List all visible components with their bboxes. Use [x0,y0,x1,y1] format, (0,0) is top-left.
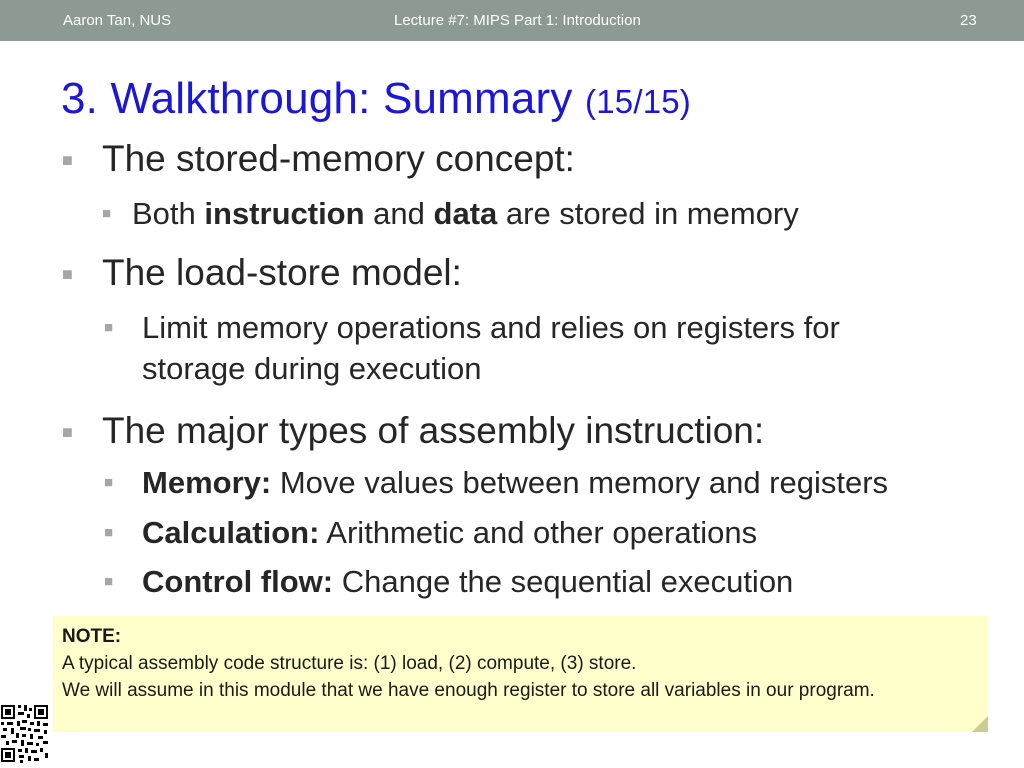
square-bullet-icon: ■ [102,205,112,222]
note-label: NOTE: [62,626,122,647]
sub-bullet-calculation: ■ Calculation: Arithmetic and other oper… [104,515,758,551]
square-bullet-icon: ■ [62,150,73,170]
slide-title-sub: (15/15) [585,83,691,120]
sub-bullet-text: Change the sequential execution [333,564,794,599]
header-page-number: 23 [960,12,977,29]
bullet-text: The load-store model: [102,252,462,293]
note-line-2: We will assume in this module that we ha… [62,680,875,701]
sub-bullet-bold: Calculation: [142,515,320,550]
sub-bullet-memory: ■ Memory: Move values between memory and… [104,465,889,501]
sub-bullet-bold: Memory: [142,465,272,500]
header-author: Aaron Tan, NUS [63,12,172,29]
sub-bullet-instruction-data: ■ Both instruction and data are stored i… [102,196,799,232]
bullet-text: The major types of assembly instruction: [102,410,765,451]
sub-bullet-limit-memory-cont: storage during execution [142,351,482,387]
square-bullet-icon: ■ [104,474,114,491]
square-bullet-icon: ■ [104,319,114,336]
sub-bullet-limit-memory: ■ Limit memory operations and relies on … [104,310,840,346]
bullet-load-store: ■ The load-store model: [62,252,462,294]
square-bullet-icon: ■ [62,264,73,284]
sub-bullet-text: storage during execution [142,351,482,386]
sub-bullet-control-flow: ■ Control flow: Change the sequential ex… [104,564,794,600]
qr-code-icon [0,703,49,764]
slide-title: 3. Walkthrough: Summary (15/15) [61,74,691,124]
slide-header: Aaron Tan, NUS Lecture #7: MIPS Part 1: … [0,0,1024,41]
note-box: NOTE: A typical assembly code structure … [53,616,988,732]
sub-bullet-bold: instruction [204,196,365,231]
sub-bullet-text: and [364,196,434,231]
sub-bullet-text: Limit memory operations and relies on re… [142,310,840,345]
sub-bullet-text: Both [132,196,205,231]
square-bullet-icon: ■ [104,573,114,590]
note-line-1: A typical assembly code structure is: (1… [62,653,637,674]
header-lecture-title: Lecture #7: MIPS Part 1: Introduction [394,12,641,29]
bullet-major-types: ■ The major types of assembly instructio… [62,410,765,452]
slide-title-main: 3. Walkthrough: Summary [61,74,573,123]
sub-bullet-bold: data [433,196,498,231]
sub-bullet-bold: Control flow: [142,564,334,599]
bullet-stored-memory: ■ The stored-memory concept: [62,138,575,180]
square-bullet-icon: ■ [104,524,114,541]
square-bullet-icon: ■ [62,422,73,442]
bullet-text: The stored-memory concept: [102,138,575,179]
sub-bullet-text: Move values between memory and registers [271,465,889,500]
sub-bullet-text: are stored in memory [497,196,799,231]
page-curl-icon [972,716,988,732]
sub-bullet-text: Arithmetic and other operations [319,515,758,550]
